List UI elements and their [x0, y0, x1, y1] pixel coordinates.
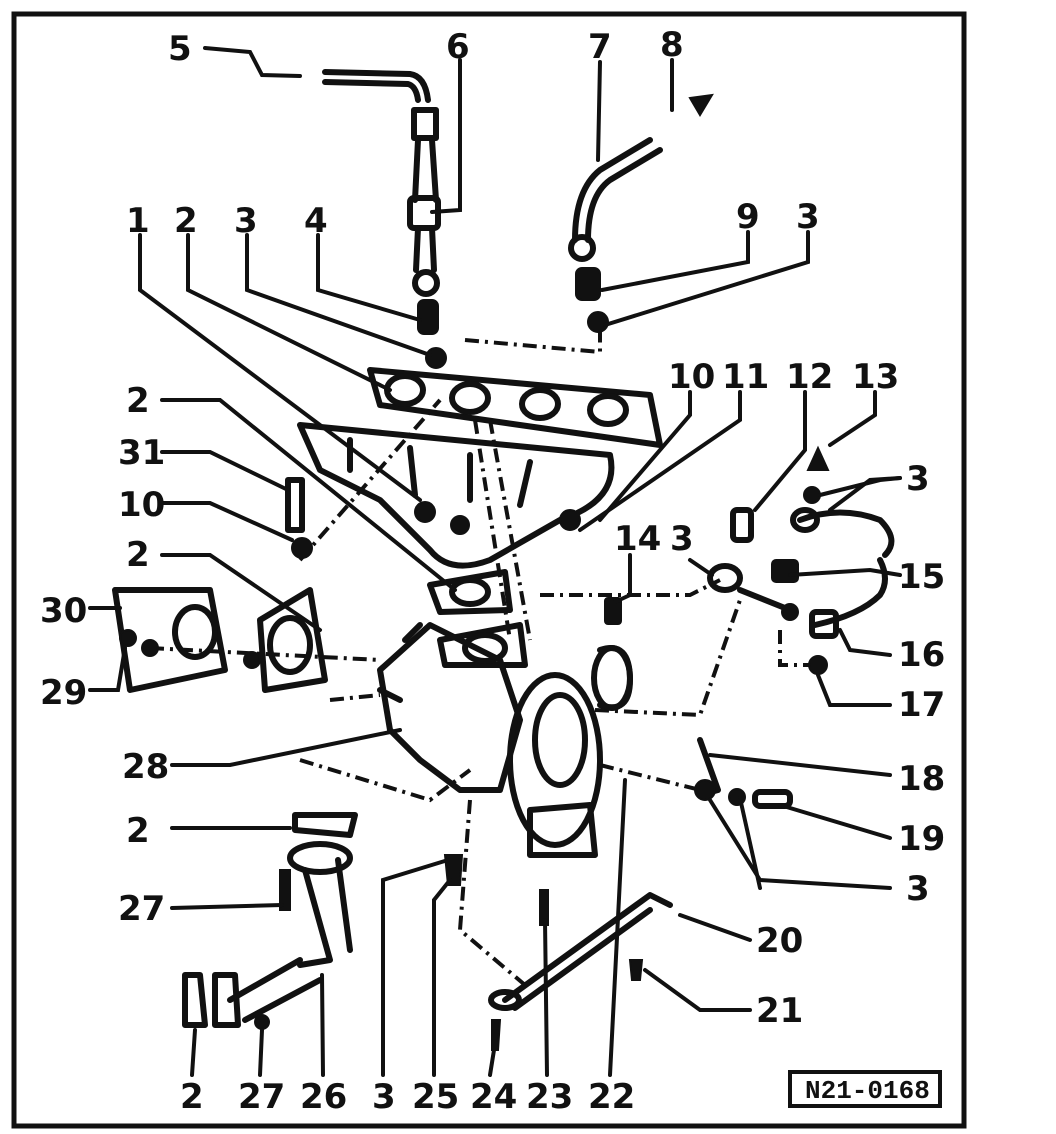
callout-3f: 3	[372, 1077, 396, 1117]
callout-3a: 3	[234, 201, 258, 241]
callout-29: 29	[40, 673, 87, 713]
callout-20: 20	[756, 921, 803, 961]
callout-6: 6	[446, 27, 470, 67]
callout-2a: 2	[174, 201, 198, 241]
frame-border	[11, 11, 967, 1129]
stud-and-nut	[285, 477, 313, 559]
callout-17: 17	[898, 685, 945, 725]
callout-28: 28	[122, 747, 169, 787]
callout-19: 19	[898, 819, 945, 859]
callout-1: 1	[126, 201, 150, 241]
callout-9: 9	[736, 197, 760, 237]
callout-23: 23	[526, 1077, 573, 1117]
callout-labels: 5 6 7 8 1 2 3 4 9 3 10 11 12 13 2 31 3 1…	[40, 25, 945, 1117]
exhaust-manifold	[297, 422, 615, 569]
callout-10b: 10	[118, 485, 165, 525]
bracket	[694, 737, 793, 809]
exhaust-pipe	[182, 812, 358, 1030]
callout-27a: 27	[118, 889, 165, 929]
oil-drain-pipe	[443, 854, 673, 1051]
callout-2c: 2	[126, 535, 150, 575]
callout-13: 13	[852, 357, 899, 397]
callout-3d: 3	[670, 519, 694, 559]
callout-4: 4	[304, 201, 328, 241]
callout-2e: 2	[180, 1077, 204, 1117]
callout-2b: 2	[126, 381, 150, 421]
flange-gaskets	[112, 587, 328, 693]
reference-code-box: N21-0168	[788, 1070, 942, 1108]
callout-11: 11	[722, 357, 769, 397]
callout-24: 24	[470, 1077, 517, 1117]
callout-3e: 3	[906, 869, 930, 909]
callout-7: 7	[588, 27, 612, 67]
callout-22: 22	[588, 1077, 635, 1117]
callout-8: 8	[660, 25, 684, 65]
callout-15: 15	[898, 557, 945, 597]
callout-3b: 3	[796, 197, 820, 237]
turbocharger	[377, 622, 633, 858]
callout-2d: 2	[126, 811, 150, 851]
callout-30: 30	[40, 591, 87, 631]
assembly-lines	[149, 325, 810, 987]
callout-14: 14	[614, 519, 661, 559]
callout-26: 26	[300, 1077, 347, 1117]
callout-31: 31	[118, 433, 165, 473]
callout-3c: 3	[906, 459, 930, 499]
reference-code: N21-0168	[805, 1076, 930, 1106]
turbo-flange-gaskets	[427, 569, 528, 668]
callout-12: 12	[786, 357, 833, 397]
callout-16: 16	[898, 635, 945, 675]
callout-10a: 10	[668, 357, 715, 397]
callout-25: 25	[412, 1077, 459, 1117]
oil-supply-pipe	[322, 69, 447, 369]
banjo-fitting	[604, 507, 799, 625]
callout-27b: 27	[238, 1077, 285, 1117]
leader-lines	[88, 46, 902, 1077]
callout-18: 18	[898, 759, 945, 799]
callout-5: 5	[168, 29, 192, 69]
callout-21: 21	[756, 991, 803, 1031]
oil-return-pipe	[568, 93, 714, 333]
